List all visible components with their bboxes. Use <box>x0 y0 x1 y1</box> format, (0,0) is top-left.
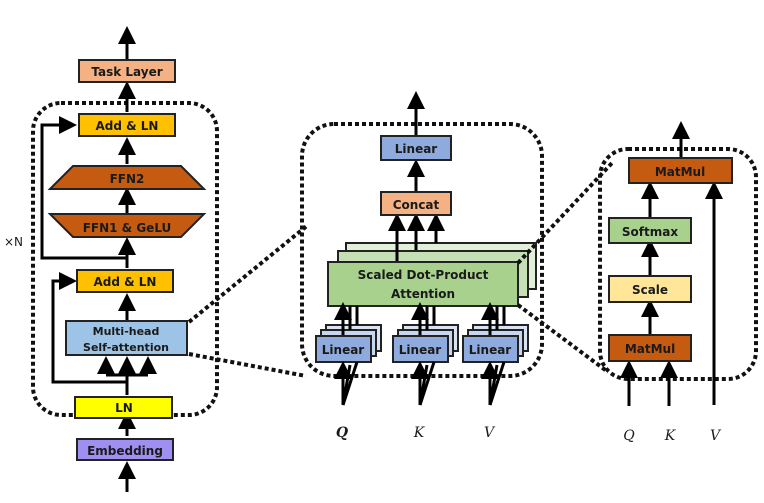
input-fan-k <box>411 361 436 406</box>
add-ln-top-box <box>78 113 176 137</box>
mhsa-label-line2: Self-attention <box>83 341 169 354</box>
softmax-box <box>608 217 692 244</box>
sdpa-input-q-label: Q <box>623 428 635 444</box>
encoder-panel: Task Layer Add & LN FFN2 FFN1 & GeLU Add… <box>4 26 219 492</box>
linear-out-label: Linear <box>395 142 438 156</box>
matmul-top-label: MatMul <box>655 165 705 179</box>
scale-label: Scale <box>632 283 668 297</box>
scale-box <box>608 275 692 303</box>
softmax-label: Softmax <box>622 225 678 239</box>
ffn1-box <box>47 213 207 238</box>
ffn2-box <box>47 165 207 190</box>
arrow-q-in-3 <box>341 361 359 406</box>
matmul-top-box <box>628 157 733 184</box>
linear-q-box <box>315 335 372 363</box>
matmul-bottom-label: MatMul <box>625 342 675 356</box>
linear-q-label: Linear <box>322 343 365 357</box>
mhsa-label-line1: Multi-head <box>93 325 160 338</box>
add-ln-top-label: Add & LN <box>96 119 159 133</box>
arrow-k-in-3 <box>418 361 436 406</box>
multihead-panel: Scaled Dot-Product Attention Linear Conc… <box>300 91 544 441</box>
sdpa-input-k-label: K <box>664 428 677 444</box>
input-q-label: Q <box>336 425 348 441</box>
sdpa-region-border <box>598 147 758 381</box>
repeat-n-label: ×N <box>4 235 23 249</box>
zoom-connector-top-right <box>516 161 614 265</box>
linear-q-stack: Linear <box>315 302 382 363</box>
add-ln-bottom-box <box>76 269 174 293</box>
multihead-region-border <box>300 122 544 378</box>
sdpa-box <box>327 261 519 307</box>
ln-label: LN <box>115 401 133 415</box>
linear-v-label: Linear <box>469 343 512 357</box>
sdpa-label-line1: Scaled Dot-Product <box>358 268 489 282</box>
ffn1-label: FFN1 & GeLU <box>83 221 172 235</box>
embedding-box <box>76 438 174 461</box>
concat-label: Concat <box>393 198 440 212</box>
linear-v-stack: Linear <box>462 302 529 363</box>
task-layer-label: Task Layer <box>91 65 162 79</box>
input-fan-q <box>334 361 359 406</box>
input-k-label: K <box>413 425 426 441</box>
linear-k-label: Linear <box>399 343 442 357</box>
sdpa-panel: MatMul Softmax Scale MatMul Q K V <box>598 121 758 444</box>
matmul-bottom-box <box>608 334 692 362</box>
concat-box <box>380 191 452 216</box>
sdpa-label-line2: Attention <box>391 287 455 301</box>
zoom-connector-bottom-left <box>188 352 307 378</box>
arrow-v-in-3 <box>488 361 506 406</box>
mhsa-box <box>65 320 188 356</box>
add-ln-bottom-label: Add & LN <box>94 275 157 289</box>
input-v-label: V <box>484 425 496 441</box>
task-layer-box <box>78 59 176 83</box>
zoom-connector-top-left <box>187 223 310 324</box>
residual-arrow-1 <box>51 272 127 384</box>
residual-arrow-2 <box>40 116 127 260</box>
linear-out-box <box>380 135 452 161</box>
input-fan-v <box>481 361 506 406</box>
zoom-connector-bottom-right <box>516 303 610 374</box>
ffn2-label: FFN2 <box>110 172 145 186</box>
ln-box <box>74 396 173 419</box>
sdpa-input-v-label: V <box>710 428 722 444</box>
linear-k-stack: Linear <box>392 302 459 363</box>
embedding-label: Embedding <box>87 444 163 458</box>
